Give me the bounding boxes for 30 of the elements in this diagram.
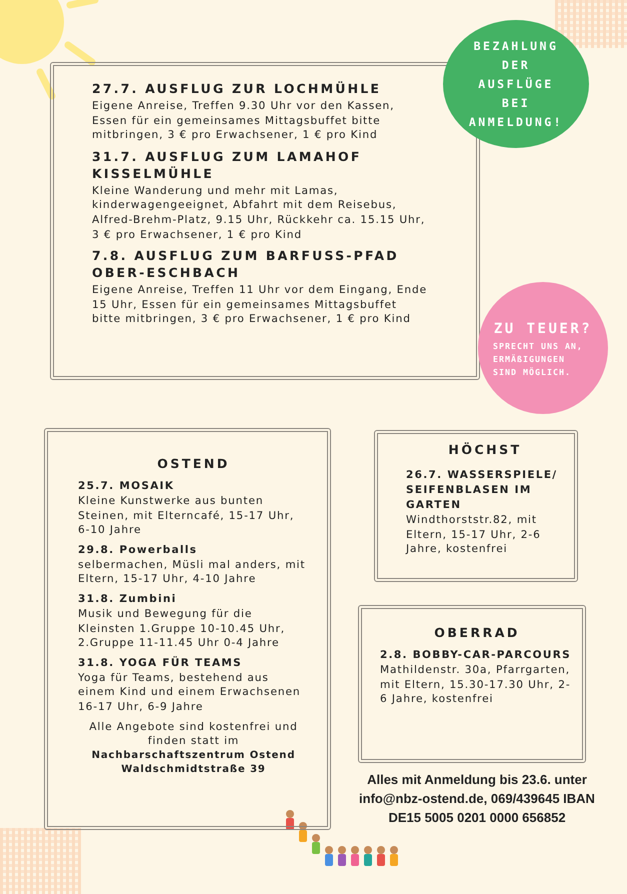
- event-details: selbermachen, Müsli mal anders, mit Eltern, 15-17 Uhr, 4-10 Jahre: [78, 558, 306, 587]
- event-title: 29.8. Powerballs: [78, 542, 198, 558]
- district-heading: HÖCHST: [447, 441, 523, 459]
- trip-details: Kleine Wanderung und mehr mit Lamas, kinderwagengeeignet, Abfahrt mit dem Reisebus, Alfred-Brehm-Platz, 9.15 Uhr, Rückkehr ca. 15.15 Uhr, 3 € pro Erwachsener, 1 € pro Kind: [92, 184, 426, 242]
- event-title: 26.7. WASSERSPIELE/ SEIFENBLASEN IM GARTEN: [406, 468, 558, 513]
- event-title: 31.8. Zumbini: [78, 592, 178, 607]
- event-title: 31.8. YOGA FÜR TEAMS: [78, 656, 244, 671]
- event-details: Mathildenstr. 30a, Pfarrgarten, mit Eltern, 15.30-17.30 Uhr, 2-6 Jahre, kostenfrei: [380, 663, 572, 707]
- program-card: [374, 430, 578, 582]
- venue-note: Alle Angebote sind kostenfrei und finden statt im: [88, 720, 299, 749]
- registration-note: Alles mit Anmeldung bis 23.6. unter info@nbz-ostend.de, 069/439645 IBAN DE15 5005 0201 0000 656852: [358, 771, 596, 827]
- event-details: Yoga für Teams, bestehend aus einem Kind und einem Erwachsenen 16-17 Uhr, 6-9 Jahre: [78, 670, 302, 715]
- event-title: 25.7. MOSAIK: [78, 479, 176, 494]
- bubble-heading: ZU TEUER?: [492, 320, 594, 338]
- program-card: [358, 605, 586, 763]
- trip-title: 31.7. AUSFLUG ZUM LAMAHOF KISSELMÜHLE: [92, 148, 363, 182]
- bubble-text: SPRECHT UNS AN, ERMÄßIGUNGEN SIND MÖGLICH.: [493, 340, 584, 378]
- trip-details: Eigene Anreise, Treffen 11 Uhr vor dem Eingang, Ende 15 Uhr, Essen für ein gemeinsames Mittagsbuffet bitte mitbringen, 3 € pro Erwachsener, 1 € pro Kind: [92, 283, 428, 327]
- event-details: Windthorststr.82, mit Eltern, 15-17 Uhr, 2-6 Jahre, kostenfrei: [406, 513, 542, 557]
- trip-details: Eigene Anreise, Treffen 9.30 Uhr vor den Kassen, Essen für ein gemeinsames Mittagsbuffet bitte mitbringen, 3 € pro Erwachsener, 1 € pro Kind: [92, 99, 396, 143]
- event-details: Musik und Bewegung für die Kleinsten 1.Gruppe 10-10.45 Uhr, 2.Gruppe 11-11.45 Uhr 0-4 Jahre: [78, 606, 286, 651]
- venue-address: Nachbarschaftszentrum Ostend Waldschmidtstraße 39: [90, 748, 296, 778]
- bubble-heading: BEZAHLUNG DER AUSFLÜGE BEI ANMELDUNG!: [468, 38, 564, 130]
- trip-title: 27.7. AUSFLUG ZUR LOCHMÜHLE: [92, 80, 382, 97]
- event-title: 2.8. BOBBY-CAR-PARCOURS: [380, 648, 572, 663]
- district-heading: OSTEND: [156, 455, 231, 473]
- event-details: Kleine Kunstwerke aus bunten Steinen, mit Elterncafé, 15-17 Uhr, 6-10 Jahre: [78, 494, 296, 538]
- district-heading: OBERRAD: [433, 624, 521, 642]
- trip-title: 7.8. AUSFLUG ZUM BARFUSS-PFAD OBER-ESCHBACH: [92, 247, 400, 282]
- program-card: [44, 428, 331, 830]
